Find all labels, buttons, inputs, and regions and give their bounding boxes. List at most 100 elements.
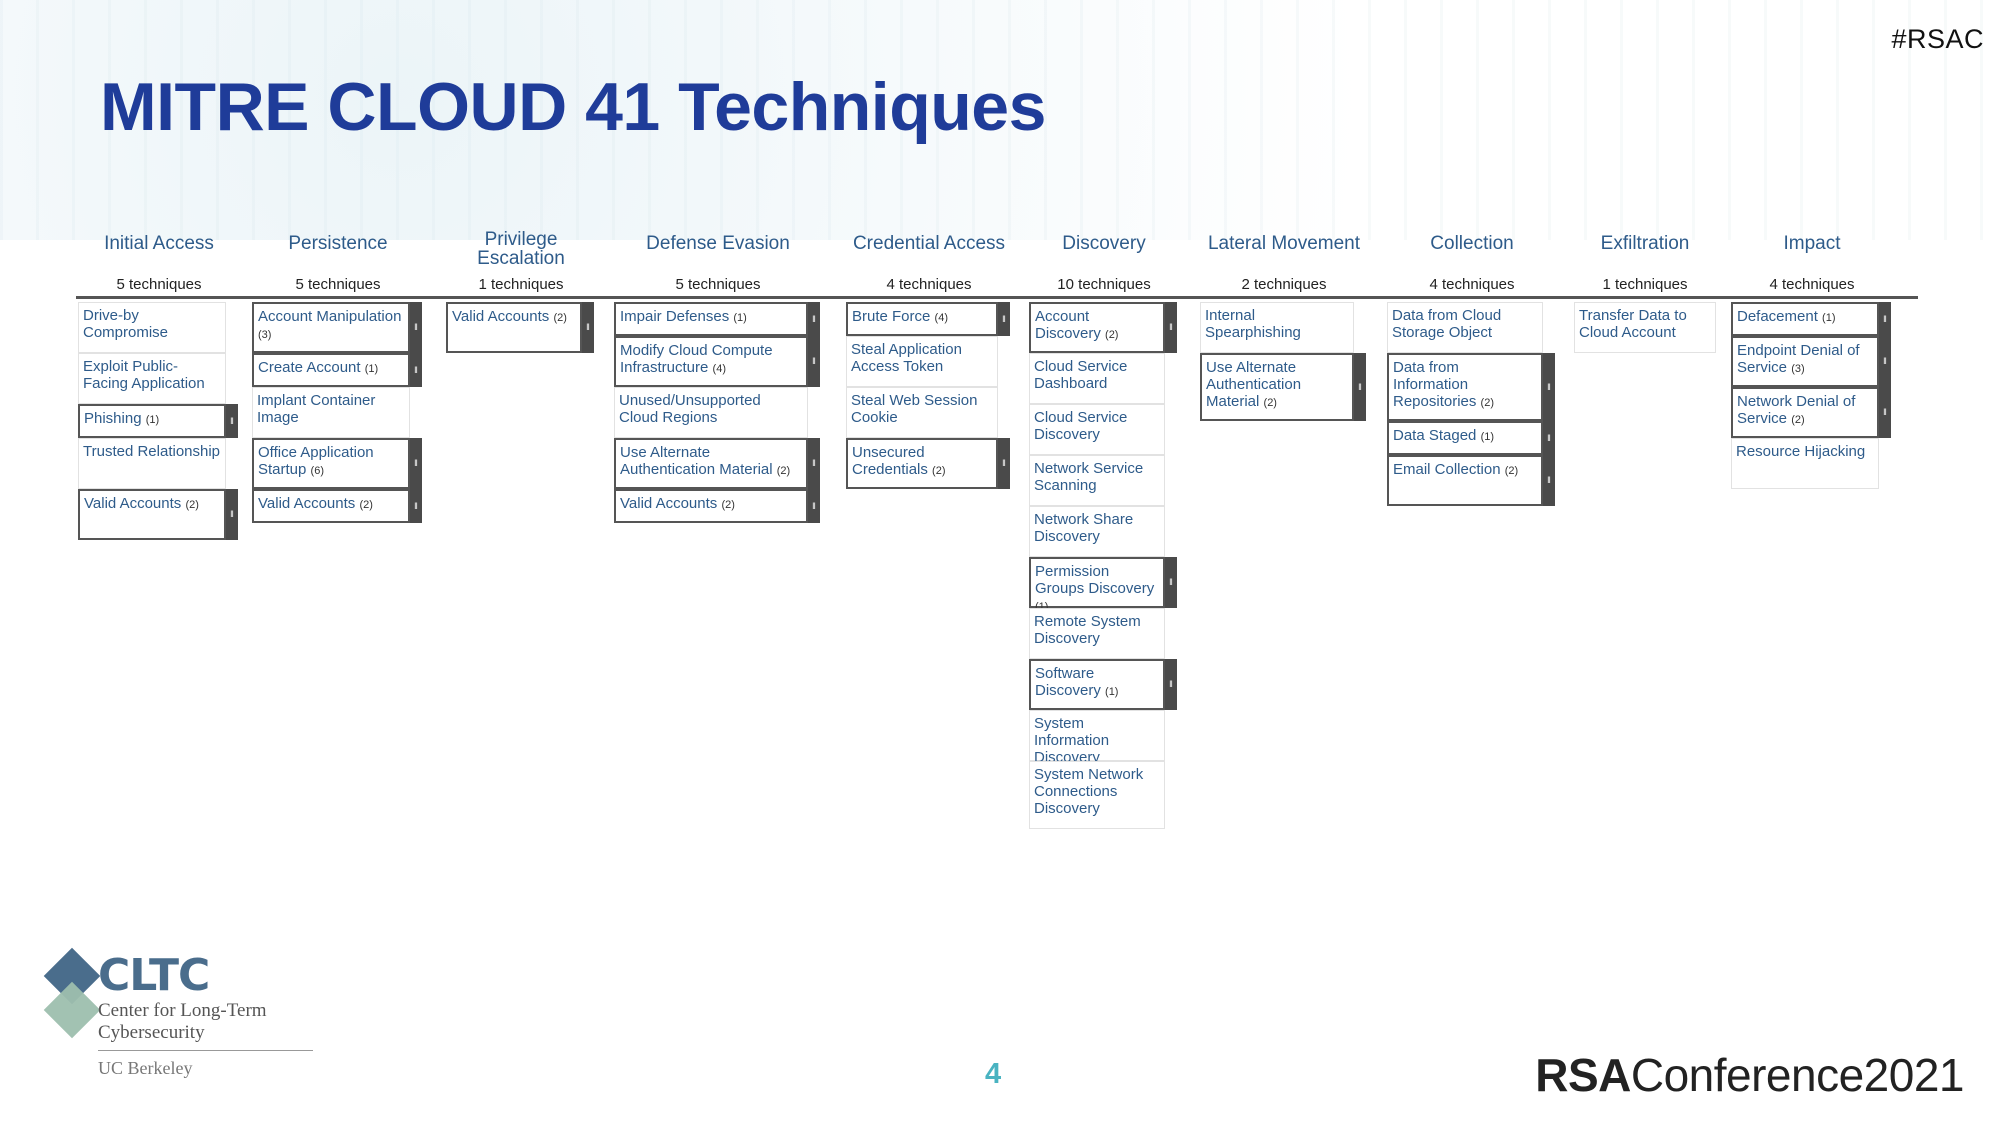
technique-cell[interactable]: Data Staged (1)‖ — [1387, 421, 1555, 455]
expand-handle-icon[interactable]: ‖ — [410, 353, 422, 387]
technique-label: Trusted Relationship — [83, 443, 221, 460]
technique-cell[interactable]: Modify Cloud Compute Infrastructure (4)‖ — [614, 336, 820, 387]
technique-cell[interactable]: Exploit Public-Facing Application — [78, 353, 226, 404]
tactic-name[interactable]: Collection — [1430, 233, 1514, 254]
expand-handle-icon[interactable]: ‖ — [808, 489, 820, 523]
expand-handle-icon[interactable]: ‖ — [998, 438, 1010, 489]
technique-cell[interactable]: Internal Spearphishing — [1200, 302, 1354, 353]
expand-handle-icon[interactable]: ‖ — [410, 302, 422, 353]
tactic-name[interactable]: Lateral Movement — [1207, 233, 1361, 254]
technique-cell[interactable]: Cloud Service Discovery — [1029, 404, 1165, 455]
technique-label: Valid Accounts — [620, 495, 718, 512]
subtechnique-count: (2) — [1480, 397, 1494, 409]
subtechnique-count: (2) — [932, 465, 946, 477]
tactic-name[interactable]: Impact — [1783, 233, 1841, 254]
expand-handle-icon[interactable]: ‖ — [1543, 455, 1555, 506]
technique-cell[interactable]: Network Share Discovery — [1029, 506, 1165, 557]
technique-cell[interactable]: Account Discovery (2)‖ — [1029, 302, 1177, 353]
technique-list: Valid Accounts (2)‖ — [446, 302, 594, 353]
tactic-name[interactable]: Discovery — [1062, 233, 1146, 254]
technique-cell[interactable]: Unsecured Credentials (2)‖ — [846, 438, 1010, 489]
technique-cell[interactable]: Software Discovery (1)‖ — [1029, 659, 1177, 710]
expand-handle-icon[interactable]: ‖ — [1543, 353, 1555, 421]
technique-cell[interactable]: Permission Groups Discovery (1)‖ — [1029, 557, 1177, 613]
technique-cell[interactable]: System Network Connections Discovery — [1029, 761, 1165, 829]
technique-cell[interactable]: Create Account (1)‖ — [252, 353, 422, 387]
technique-cell[interactable]: Valid Accounts (2)‖ — [446, 302, 594, 353]
expand-handle-icon[interactable]: ‖ — [1543, 421, 1555, 455]
technique-cell[interactable]: Endpoint Denial of Service (3)‖ — [1731, 336, 1891, 387]
technique-count: 1 techniques — [1602, 276, 1688, 293]
technique-label: Network Share Discovery — [1034, 511, 1134, 545]
expand-handle-icon[interactable]: ‖ — [1165, 659, 1177, 710]
technique-cell[interactable]: Use Alternate Authentication Material (2… — [614, 438, 820, 489]
technique-label: Email Collection — [1393, 461, 1501, 478]
technique-cell[interactable]: Remote System Discovery — [1029, 608, 1165, 659]
technique-cell[interactable]: Transfer Data to Cloud Account — [1574, 302, 1716, 353]
technique-cell[interactable]: Unused/Unsupported Cloud Regions — [614, 387, 808, 438]
technique-count: 10 techniques — [1057, 276, 1151, 293]
technique-count: 5 techniques — [675, 276, 761, 293]
expand-handle-icon[interactable]: ‖ — [808, 336, 820, 387]
tactic-name[interactable]: Exfiltration — [1600, 233, 1690, 254]
technique-cell[interactable]: Cloud Service Dashboard — [1029, 353, 1165, 404]
technique-cell[interactable]: Resource Hijacking — [1731, 438, 1879, 489]
tactic-name[interactable]: Persistence — [288, 233, 388, 254]
expand-handle-icon[interactable]: ‖ — [410, 489, 422, 523]
expand-handle-icon[interactable]: ‖ — [1879, 302, 1891, 336]
technique-cell[interactable]: Valid Accounts (2)‖ — [614, 489, 820, 523]
technique-cell[interactable]: Data from Information Repositories (2)‖ — [1387, 353, 1555, 421]
expand-handle-icon[interactable]: ‖ — [1165, 557, 1177, 608]
subtechnique-count: (2) — [185, 499, 199, 511]
technique-count: 4 techniques — [1429, 276, 1515, 293]
technique-label: Account Manipulation — [258, 308, 402, 325]
subtechnique-count: (2) — [1504, 465, 1519, 477]
technique-count: 5 techniques — [116, 276, 202, 293]
tactic-name[interactable]: Privilege Escalation — [477, 229, 565, 269]
subtechnique-count: (1) — [733, 312, 747, 324]
technique-cell[interactable]: Defacement (1)‖ — [1731, 302, 1891, 336]
technique-cell[interactable]: Data from Cloud Storage Object — [1387, 302, 1543, 353]
expand-handle-icon[interactable]: ‖ — [582, 302, 594, 353]
technique-label: Unused/Unsupported Cloud Regions — [619, 392, 761, 426]
tactic-name[interactable]: Credential Access — [852, 233, 1006, 254]
expand-handle-icon[interactable]: ‖ — [1879, 387, 1891, 438]
technique-cell[interactable]: Valid Accounts (2)‖ — [252, 489, 422, 523]
expand-handle-icon[interactable]: ‖ — [410, 438, 422, 489]
technique-cell[interactable]: Valid Accounts (2)‖ — [78, 489, 238, 540]
technique-cell[interactable]: Drive-by Compromise — [78, 302, 226, 353]
technique-label: Steal Web Session Cookie — [851, 392, 978, 426]
technique-label: Software Discovery — [1035, 665, 1101, 699]
expand-handle-icon[interactable]: ‖ — [808, 438, 820, 489]
technique-cell[interactable]: Account Manipulation (3)‖ — [252, 302, 422, 353]
technique-cell[interactable]: Brute Force (4)‖ — [846, 302, 1010, 336]
technique-label: Implant Container Image — [257, 392, 376, 426]
technique-label: Modify Cloud Compute Infrastructure — [620, 342, 773, 376]
subtechnique-count: (2) — [359, 499, 373, 511]
expand-handle-icon[interactable]: ‖ — [1879, 336, 1891, 387]
expand-handle-icon[interactable]: ‖ — [226, 489, 238, 540]
expand-handle-icon[interactable]: ‖ — [1165, 302, 1177, 353]
expand-handle-icon[interactable]: ‖ — [226, 404, 238, 438]
technique-cell[interactable]: Office Application Startup (6)‖ — [252, 438, 422, 489]
technique-cell[interactable]: Steal Application Access Token — [846, 336, 998, 387]
technique-cell[interactable]: Impair Defenses (1)‖ — [614, 302, 820, 336]
tactic-name[interactable]: Defense Evasion — [646, 233, 790, 254]
technique-label: Internal Spearphishing — [1205, 307, 1301, 341]
tactic-name[interactable]: Initial Access — [104, 233, 214, 254]
technique-cell[interactable]: Phishing (1)‖ — [78, 404, 238, 438]
expand-handle-icon[interactable]: ‖ — [998, 302, 1010, 336]
technique-label: Resource Hijacking — [1736, 443, 1866, 460]
technique-cell[interactable]: Trusted Relationship — [78, 438, 226, 489]
expand-handle-icon[interactable]: ‖ — [808, 302, 820, 336]
technique-cell[interactable]: Email Collection (2) ‖ — [1387, 455, 1555, 506]
technique-cell[interactable]: Use Alternate Authentication Material (2… — [1200, 353, 1366, 421]
technique-cell[interactable]: System Information Discovery — [1029, 710, 1165, 766]
technique-cell[interactable]: Network Service Scanning — [1029, 455, 1165, 506]
logo-abbreviation: CLTC — [98, 950, 210, 1001]
technique-label: Network Service Scanning — [1034, 460, 1144, 494]
expand-handle-icon[interactable]: ‖ — [1354, 353, 1366, 421]
technique-cell[interactable]: Implant Container Image — [252, 387, 410, 438]
technique-cell[interactable]: Network Denial of Service (2)‖ — [1731, 387, 1891, 438]
technique-cell[interactable]: Steal Web Session Cookie — [846, 387, 998, 438]
